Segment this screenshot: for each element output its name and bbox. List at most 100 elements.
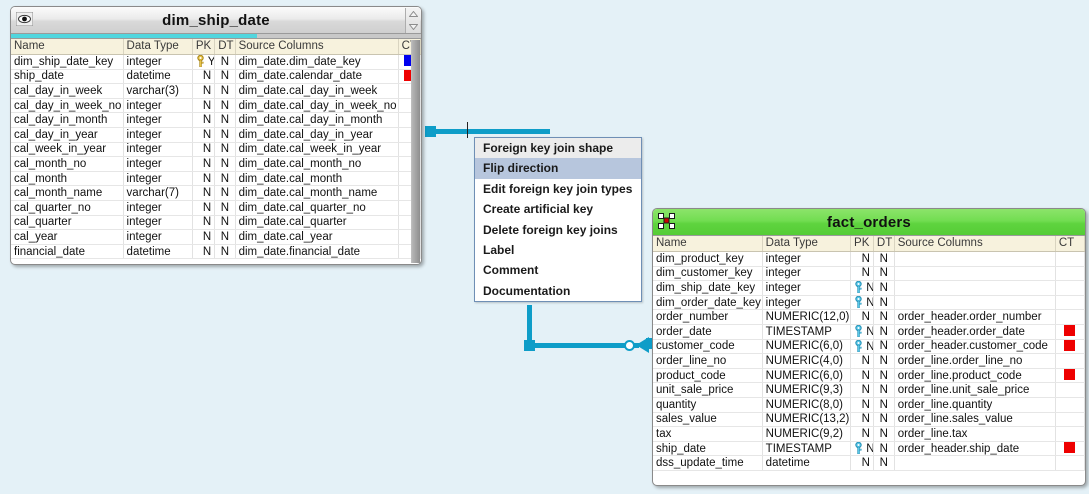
cell-dt: N [214, 171, 236, 187]
menu-item-flip-direction[interactable]: Flip direction [475, 158, 641, 179]
cell-change-type [1055, 295, 1085, 311]
change-type-chip [1064, 442, 1076, 454]
join-line-lower-vertical[interactable] [527, 305, 532, 345]
cell-dt: N [873, 353, 895, 369]
col-header-name[interactable]: Name [653, 236, 763, 252]
cell-data-type: datetime [123, 69, 193, 85]
cell-source-column: dim_date.cal_quarter_no [235, 200, 399, 216]
scroll-down-icon[interactable] [406, 21, 420, 34]
entity-scroll-spinner[interactable] [405, 8, 420, 33]
entity-dim-ship-date[interactable]: dim_ship_date Name Data Type PK [10, 6, 422, 265]
cell-primary-key: N [192, 142, 216, 158]
join-line-lower-horizontal[interactable] [529, 343, 639, 348]
cell-column-name: quantity [653, 397, 763, 413]
menu-item-label[interactable]: Label [475, 239, 641, 261]
join-stub-fact-left[interactable] [646, 338, 655, 349]
vertical-scrollbar[interactable] [411, 40, 420, 263]
scroll-up-icon[interactable] [406, 8, 420, 21]
menu-item-create-artificial-key[interactable]: Create artificial key [475, 199, 641, 220]
cell-source-column: dim_date.cal_month_no [235, 156, 399, 172]
column-table: Name Data Type PK DT Source Columns CT d… [653, 236, 1085, 471]
cell-data-type: datetime [762, 455, 852, 471]
cell-dt: N [873, 397, 895, 413]
menu-item-documentation[interactable]: Documentation [475, 280, 641, 302]
col-header-pk[interactable]: PK [850, 236, 874, 252]
cell-column-name: cal_month [11, 171, 124, 187]
col-header-pk[interactable]: PK [192, 39, 216, 55]
menu-item-comment[interactable]: Comment [475, 260, 641, 281]
cell-primary-key: N [850, 266, 874, 282]
col-header-dt[interactable]: DT [214, 39, 236, 55]
cell-source-column: dim_date.cal_quarter [235, 215, 399, 231]
cell-primary-key: N [192, 229, 216, 245]
col-header-name[interactable]: Name [11, 39, 124, 55]
eye-icon[interactable] [15, 11, 34, 27]
scrollbar-thumb[interactable] [412, 40, 420, 263]
entity-fact-orders[interactable]: fact_orders Name Data Type PK DT Source … [652, 208, 1086, 486]
cell-source-column: dim_date.cal_day_in_month [235, 112, 399, 128]
col-header-type[interactable]: Data Type [123, 39, 193, 55]
cell-column-name: sales_value [653, 412, 763, 428]
key-icon [854, 325, 863, 338]
cell-data-type: integer [123, 200, 193, 216]
cell-change-type [1055, 368, 1085, 384]
col-header-source[interactable]: Source Columns [894, 236, 1056, 252]
cell-data-type: integer [762, 295, 852, 311]
cell-change-type [1055, 426, 1085, 442]
cell-primary-key: N [850, 382, 874, 398]
menu-item-edit-foreign-key-join-types[interactable]: Edit foreign key join types [475, 178, 641, 200]
cell-dt: N [873, 368, 895, 384]
entity-titlebar-fact-orders[interactable]: fact_orders [653, 209, 1085, 236]
cell-dt: N [873, 295, 895, 311]
join-line-upper-horizontal[interactable] [430, 129, 550, 134]
col-header-dt[interactable]: DT [873, 236, 895, 252]
col-header-type[interactable]: Data Type [762, 236, 852, 252]
cell-source-column: order_header.customer_code [894, 339, 1056, 355]
cell-source-column [894, 295, 1056, 311]
join-optional-circle[interactable] [624, 340, 635, 351]
cell-change-type [1055, 455, 1085, 471]
menu-item-foreign-key-join-shape[interactable]: Foreign key join shape [475, 138, 641, 159]
menu-item-delete-foreign-key-joins[interactable]: Delete foreign key joins [475, 219, 641, 240]
entity-progress-fill [11, 34, 257, 38]
col-header-ct[interactable]: CT [1055, 236, 1085, 252]
col-header-source[interactable]: Source Columns [235, 39, 399, 55]
cell-primary-key: N [850, 309, 874, 325]
key-icon [854, 339, 863, 353]
cell-data-type: integer [123, 54, 193, 70]
entity-titlebar-dim-ship-date[interactable]: dim_ship_date [11, 7, 421, 34]
cell-data-type: NUMERIC(9,2) [762, 426, 852, 442]
cell-data-type: integer [123, 112, 193, 128]
